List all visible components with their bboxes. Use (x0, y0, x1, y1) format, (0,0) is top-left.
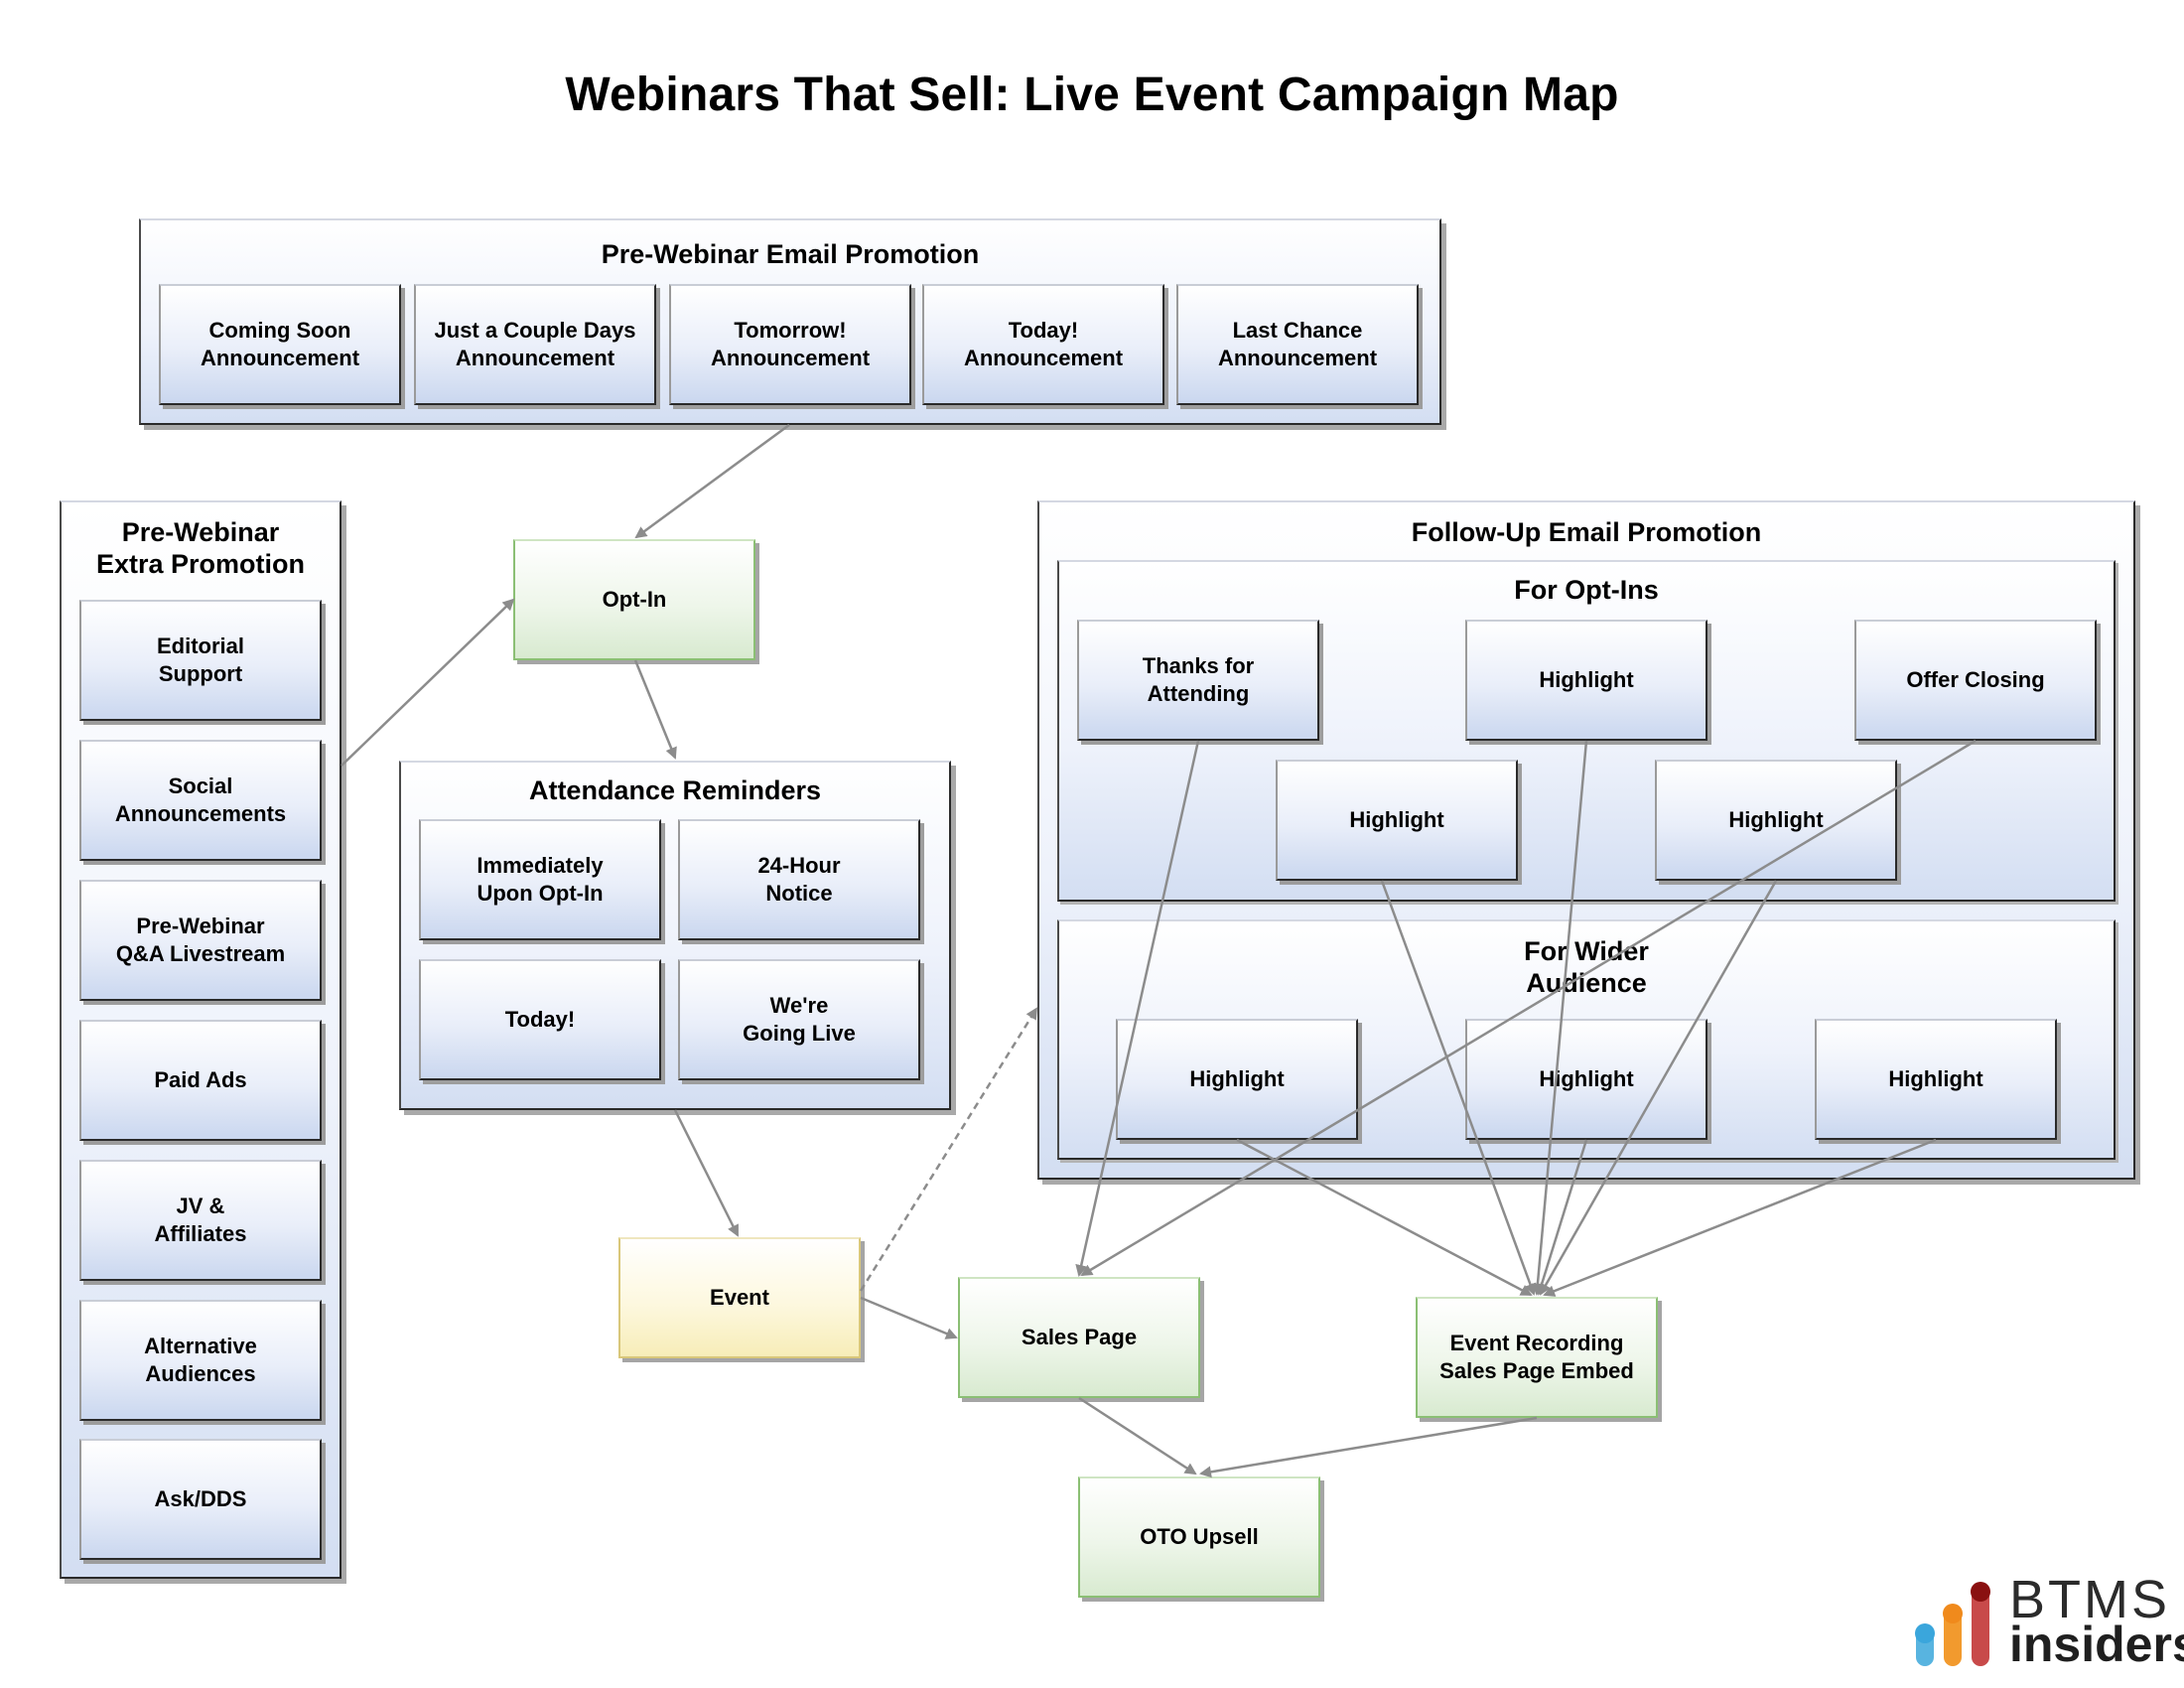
page-title: Webinars That Sell: Live Event Campaign … (565, 69, 1619, 121)
extra-paid-ads[interactable]: Paid Ads (79, 1020, 322, 1141)
reminder-today[interactable]: Today! (419, 959, 661, 1080)
group-label: Pre-Webinar Email Promotion (601, 239, 980, 269)
sales-page-node[interactable]: Sales Page (958, 1277, 1200, 1398)
logo-bar-orange (1944, 1609, 1962, 1666)
arrow-email-to-optin (634, 423, 790, 539)
followup-offer-closing[interactable]: Offer Closing (1854, 620, 2097, 741)
group-label: Follow-Up Email Promotion (1411, 517, 1762, 547)
logo-bars-icon (1915, 1582, 1990, 1666)
extra-social-announcements[interactable]: Social Announcements (79, 740, 322, 861)
group-label: For Wider Audience (1524, 936, 1649, 998)
logo-text-insiders: insiders (2009, 1617, 2184, 1672)
opt-in-node[interactable]: Opt-In (513, 539, 755, 660)
extra-ask-dds[interactable]: Ask/DDS (79, 1439, 322, 1560)
extra-qa-livestream[interactable]: Pre-Webinar Q&A Livestream (79, 880, 322, 1001)
logo-dot-blue (1915, 1623, 1935, 1643)
extra-editorial-support[interactable]: Editorial Support (79, 600, 322, 721)
logo-bar-red (1972, 1587, 1989, 1666)
group-label: Attendance Reminders (528, 775, 822, 805)
followup-optin-highlight-1[interactable]: Highlight (1465, 620, 1707, 741)
arrow-reminders-to-event (673, 1109, 740, 1237)
arrow-event-to-sales-page (860, 1296, 958, 1339)
email-tomorrow[interactable]: Tomorrow! Announcement (669, 284, 911, 405)
followup-thanks-for-attending[interactable]: Thanks for Attending (1077, 620, 1319, 741)
btms-insiders-logo: BTMS insiders (1914, 1571, 2184, 1670)
logo-dot-orange (1943, 1604, 1963, 1623)
followup-optin-highlight-2[interactable]: Highlight (1276, 760, 1518, 881)
arrow-optin-to-reminders (633, 659, 677, 760)
extra-alternative-audiences[interactable]: Alternative Audiences (79, 1300, 322, 1421)
followup-optin-highlight-3[interactable]: Highlight (1655, 760, 1897, 881)
logo-dot-darkred (1971, 1582, 1990, 1602)
group-label: Pre-Webinar Extra Promotion (95, 517, 306, 579)
arrow-recording-to-oto (1199, 1416, 1538, 1478)
event-node[interactable]: Event (618, 1237, 861, 1358)
group-label: For Opt-Ins (1514, 575, 1659, 605)
email-coming-soon[interactable]: Coming Soon Announcement (159, 284, 401, 405)
reminder-immediately[interactable]: Immediately Upon Opt-In (419, 819, 661, 940)
followup-wider-highlight-2[interactable]: Highlight (1465, 1019, 1707, 1140)
email-today[interactable]: Today! Announcement (922, 284, 1164, 405)
oto-upsell-node[interactable]: OTO Upsell (1078, 1477, 1320, 1598)
followup-wider-highlight-3[interactable]: Highlight (1815, 1019, 2057, 1140)
email-couple-days[interactable]: Just a Couple Days Announcement (414, 284, 656, 405)
event-recording-node[interactable]: Event Recording Sales Page Embed (1416, 1297, 1658, 1418)
arrow-extra-to-optin (341, 598, 515, 767)
logo-text-btms: BTMS (2009, 1570, 2171, 1629)
extra-jv-affiliates[interactable]: JV & Affiliates (79, 1160, 322, 1281)
followup-wider-highlight-1[interactable]: Highlight (1116, 1019, 1358, 1140)
reminder-going-live[interactable]: We're Going Live (678, 959, 920, 1080)
email-last-chance[interactable]: Last Chance Announcement (1176, 284, 1419, 405)
arrow-sales-page-to-oto (1078, 1396, 1197, 1476)
reminder-24-hour[interactable]: 24-Hour Notice (678, 819, 920, 940)
